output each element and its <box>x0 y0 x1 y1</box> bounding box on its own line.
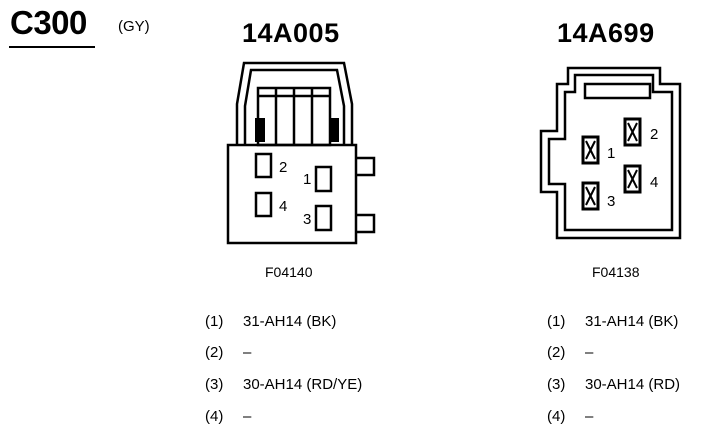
right-pin-row: (3) 30-AH14 (RD) <box>547 376 680 393</box>
pin-circuit: – <box>585 408 594 425</box>
right-cavity-3 <box>581 181 600 211</box>
right-connector-drawing <box>539 66 682 240</box>
left-figure-code: F04140 <box>265 264 313 280</box>
pin-number: (4) <box>547 408 566 425</box>
right-figure-code: F04138 <box>592 264 640 280</box>
left-pin-row: (1) 31-AH14 (BK) <box>205 313 336 330</box>
right-cavity-label-1: 1 <box>607 145 615 162</box>
left-latch-fills <box>255 118 339 142</box>
right-cavity-4 <box>623 164 642 194</box>
connector-id: C300 <box>10 4 87 41</box>
pin-circuit: – <box>585 344 594 361</box>
pin-circuit: 31-AH14 (BK) <box>243 313 337 330</box>
pin-number: (2) <box>205 344 224 361</box>
left-pin-row: (3) 30-AH14 (RD/YE) <box>205 376 362 393</box>
right-cavity-label-2: 2 <box>650 126 658 143</box>
pin-circuit: 30-AH14 (RD) <box>585 376 681 393</box>
pin-number: (2) <box>547 344 566 361</box>
pin-circuit: 30-AH14 (RD/YE) <box>243 376 363 393</box>
right-pin-row: (2) – <box>547 344 593 361</box>
pin-circuit: 31-AH14 (BK) <box>585 313 679 330</box>
left-part-number: 14A005 <box>242 18 340 48</box>
left-cavity-label-2: 2 <box>279 159 287 176</box>
left-cavity-1 <box>314 165 333 193</box>
right-pin-row: (4) – <box>547 408 593 425</box>
pin-number: (4) <box>205 408 224 425</box>
left-connector-drawing <box>226 61 376 245</box>
title-underline <box>9 46 95 48</box>
right-cavities <box>581 117 642 211</box>
left-cavity-4 <box>254 191 273 218</box>
left-cavities <box>254 152 333 232</box>
right-part-number: 14A699 <box>557 18 655 48</box>
left-pin-row: (4) – <box>205 408 251 425</box>
pin-circuit: – <box>243 344 252 361</box>
pin-number: (3) <box>205 376 224 393</box>
pin-number: (3) <box>547 376 566 393</box>
right-pin-row: (1) 31-AH14 (BK) <box>547 313 678 330</box>
connector-color: (GY) <box>118 18 150 35</box>
right-cavity-2 <box>623 117 642 147</box>
left-cavity-label-1: 1 <box>303 171 311 188</box>
pin-number: (1) <box>547 313 566 330</box>
right-cavity-label-3: 3 <box>607 193 615 210</box>
left-cavity-3 <box>314 204 333 232</box>
pin-circuit: – <box>243 408 252 425</box>
left-cavity-2 <box>254 152 273 179</box>
right-cavity-1 <box>581 135 600 165</box>
pin-number: (1) <box>205 313 224 330</box>
right-cavity-label-4: 4 <box>650 174 658 191</box>
left-cavity-label-4: 4 <box>279 198 287 215</box>
left-pin-row: (2) – <box>205 344 251 361</box>
left-cavity-label-3: 3 <box>303 211 311 228</box>
